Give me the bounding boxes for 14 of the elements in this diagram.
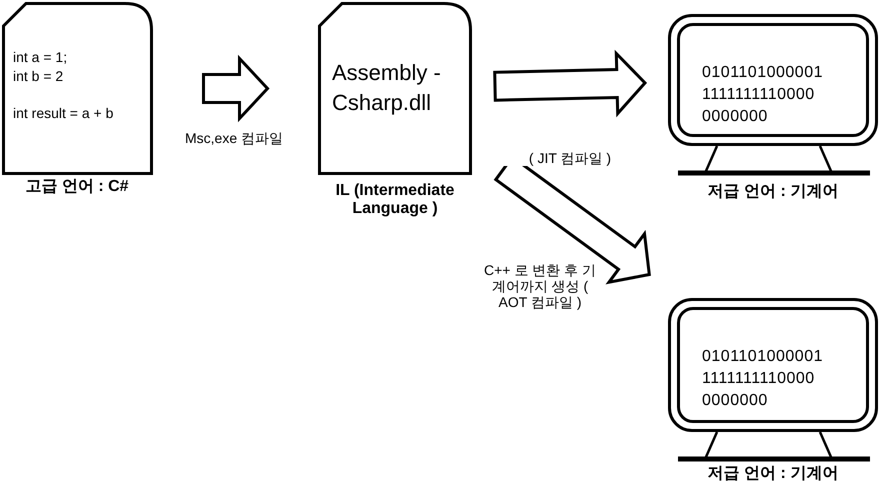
caption-text: 고급 언어 : C#	[24, 178, 130, 196]
caption-text: 저급 언어 : 기계어	[706, 465, 840, 483]
binary-text: 0101101000001 1111111110000 0000000	[702, 347, 823, 411]
code-text: int a = 1;	[13, 48, 68, 67]
binary-text: 0101101000001 1111111110000 0000000	[702, 63, 823, 127]
code-text: int b = 2	[13, 67, 64, 86]
file-name: Assembly - Csharp.dll	[332, 59, 442, 117]
caption-text: 저급 언어 : 기계어	[706, 183, 840, 201]
caption-text: IL (Intermediate Language )	[334, 182, 456, 218]
block-arrow	[493, 50, 648, 118]
monitor-screen	[668, 298, 878, 432]
block-arrow	[202, 54, 270, 122]
monitor-screen	[668, 14, 878, 146]
code-text: int result = a + b	[13, 104, 114, 123]
